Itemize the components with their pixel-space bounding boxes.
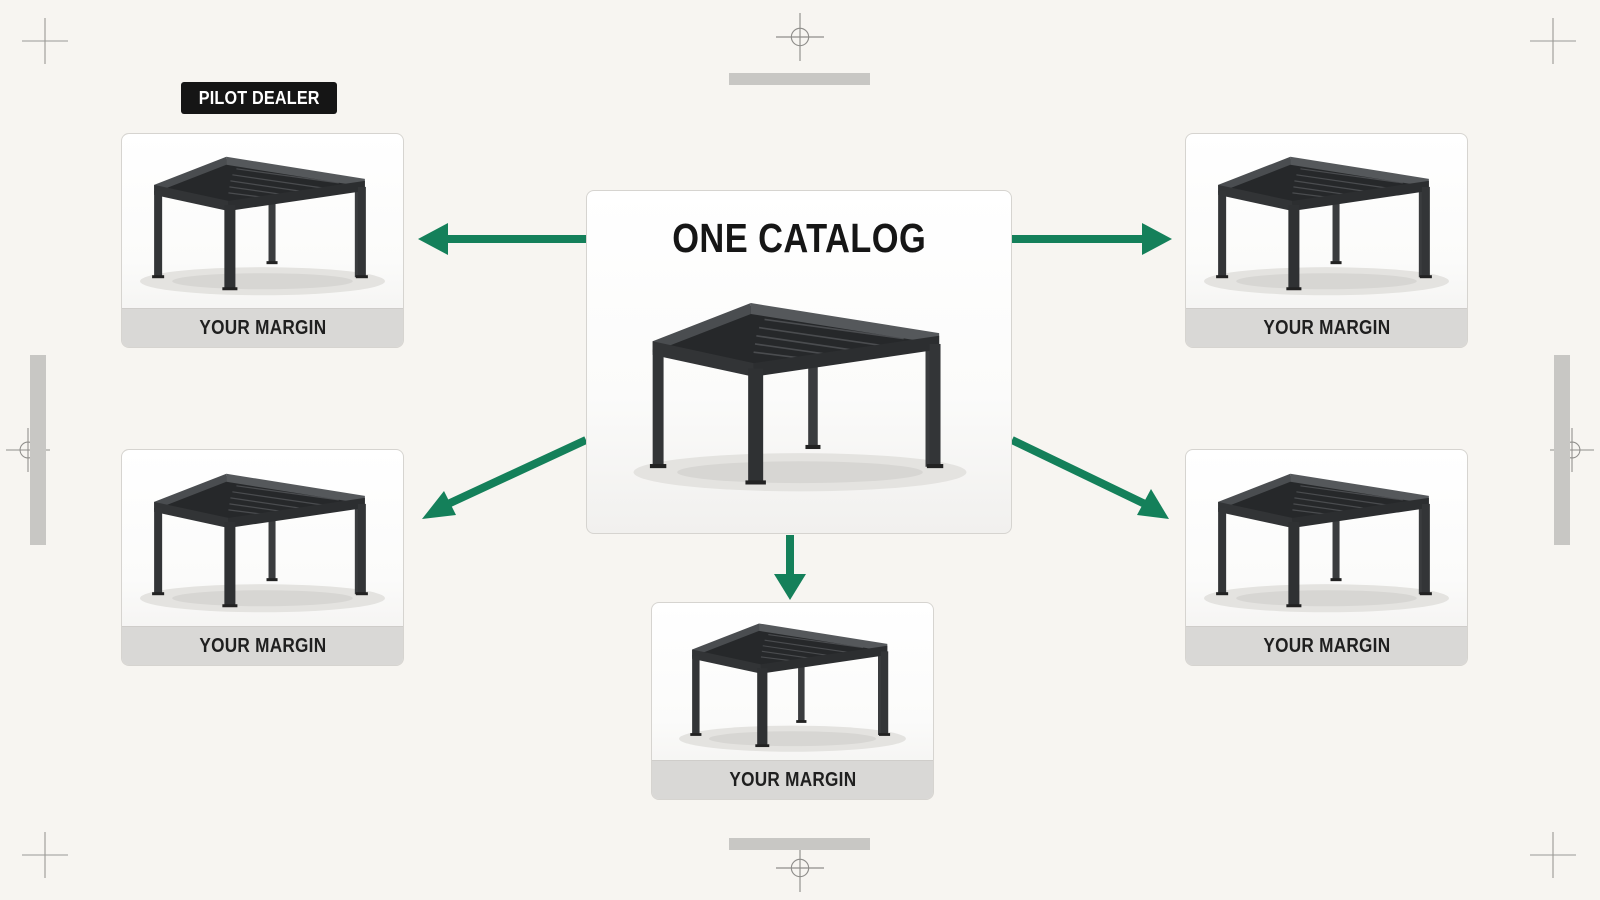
registration-bar-right (1554, 355, 1570, 545)
dealer-caption: YOUR MARGIN (122, 308, 403, 347)
pergola-icon (1186, 450, 1467, 624)
dealer-caption: YOUR MARGIN (122, 626, 403, 665)
pergola-icon (1186, 134, 1467, 306)
dealer-card-bottom-left: YOUR MARGIN (121, 449, 404, 666)
dealer-card-bottom-center: YOUR MARGIN (651, 602, 934, 800)
registration-bar-left (30, 355, 46, 545)
arrow-to-bottom-left (422, 436, 588, 519)
dealer-card-bottom-right: YOUR MARGIN (1185, 449, 1468, 666)
pilot-dealer-label: PILOT DEALER (198, 87, 320, 108)
pergola-icon (609, 267, 991, 511)
registration-bar-bottom (729, 838, 870, 850)
arrow-to-bottom-right (1010, 436, 1169, 519)
pergola-icon (122, 134, 403, 306)
dealer-caption: YOUR MARGIN (652, 760, 933, 799)
dealer-card-top-left: YOUR MARGIN (121, 133, 404, 348)
catalog-title: ONE CATALOG (672, 215, 926, 261)
pilot-dealer-badge: PILOT DEALER (181, 82, 337, 114)
pergola-icon (652, 603, 933, 761)
registration-bar-top (729, 73, 870, 85)
arrow-to-top-left (418, 223, 586, 255)
dealer-caption: YOUR MARGIN (1186, 308, 1467, 347)
dealer-card-top-right: YOUR MARGIN (1185, 133, 1468, 348)
pergola-icon (122, 450, 403, 624)
arrow-to-top-right (1012, 223, 1172, 255)
dealer-caption: YOUR MARGIN (1186, 626, 1467, 665)
arrow-to-bottom-center (774, 535, 806, 600)
center-catalog-card: ONE CATALOG (586, 190, 1012, 534)
